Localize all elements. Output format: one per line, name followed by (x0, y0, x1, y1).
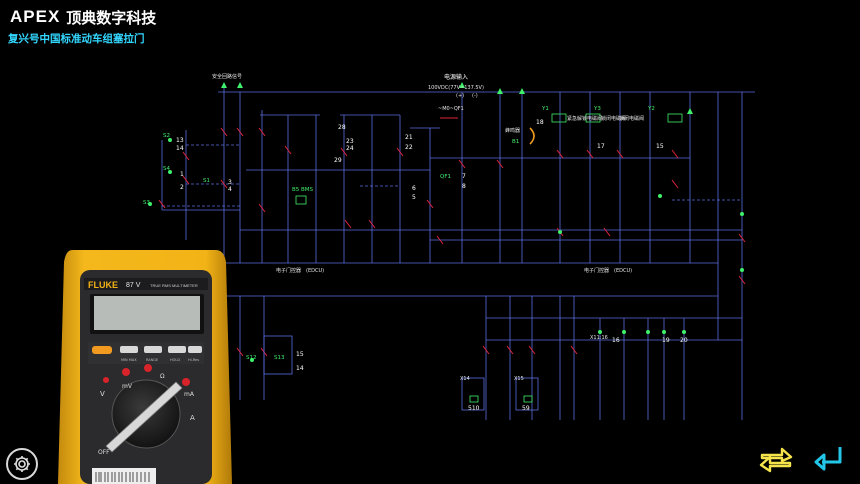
relay-label: B1 (512, 139, 519, 145)
device-label: 锁闭电磁阀 (619, 115, 644, 122)
swap-button[interactable] (758, 444, 794, 474)
terminal-number: 18 (536, 119, 544, 126)
terminal-number: 1 (180, 171, 184, 178)
terminal-number: 13 (176, 137, 184, 144)
terminal-number: 510 (468, 405, 480, 412)
terminal-number: 17 (597, 143, 605, 150)
label-power-input: 电源输入 (444, 73, 468, 81)
terminal-number: 2 (180, 184, 184, 191)
terminal-number: 21 (405, 134, 413, 141)
relay-label: X15 (514, 376, 524, 382)
relay-label: S13 (274, 355, 285, 361)
relay-label: S4 (163, 166, 170, 172)
terminal-number: 24 (346, 145, 354, 152)
terminal-number: 7 (462, 173, 466, 180)
terminal-number: 15 (656, 143, 664, 150)
terminal-number: 14 (296, 365, 304, 372)
terminal-number: 14 (176, 145, 184, 152)
device-label: 蜂鸣器 (505, 127, 520, 134)
label-plus: (+) (456, 93, 464, 99)
label-minus: (-) (472, 93, 478, 99)
relay-label: X11:16 (590, 335, 608, 341)
device-label: 锁闭电磁阀 (601, 115, 626, 122)
gear-icon (14, 456, 30, 472)
components (263, 113, 683, 411)
back-button[interactable] (812, 444, 846, 474)
relay-label: QF1 (440, 174, 451, 180)
terminal-number: 15 (296, 351, 304, 358)
terminal-number: 8 (462, 183, 466, 190)
brand-logo: APEX 顶典数字科技 (10, 6, 156, 28)
relay-label: S3 (143, 200, 150, 206)
brand-apex: APEX (10, 7, 61, 26)
signal-markers (148, 82, 744, 362)
label-safety-loop: 安全回路信号 (212, 73, 242, 80)
relay-label: Y3 (593, 106, 601, 112)
label-voltage: 100VDC(77V~137.5V) (428, 85, 484, 91)
swap-arrows-icon (759, 447, 793, 473)
relay-label: S2 (163, 133, 170, 139)
terminal-number: 4 (228, 186, 232, 193)
relay-label: B5 BMS (292, 187, 314, 193)
relay-label: S1 (203, 178, 210, 184)
relay-label: Y1 (541, 106, 549, 112)
dashed-wires (162, 144, 742, 207)
switch-contacts (158, 127, 746, 357)
terminal-number: 28 (338, 124, 346, 131)
relay-label: X14 (460, 376, 470, 382)
terminal-number: 5 (412, 194, 416, 201)
relay-label: S12 (246, 355, 257, 361)
terminal-number: 20 (680, 337, 688, 344)
back-arrow-icon (814, 447, 842, 471)
label-breaker: ~M0~QF1 (438, 106, 464, 112)
settings-button[interactable] (6, 448, 38, 480)
vertical-wires (161, 84, 743, 420)
bus-wires (162, 91, 755, 341)
terminal-number: 6 (412, 185, 416, 192)
device-label: 紧急解锁电磁阀 (567, 115, 602, 122)
terminal-number: 19 (662, 337, 670, 344)
terminal-number: 23 (346, 138, 354, 145)
label-edcu-left: 电子门控器 (EDCU) (276, 267, 324, 274)
brand-company: 顶典数字科技 (66, 8, 157, 27)
terminal-number: 22 (405, 144, 413, 151)
terminal-number: 3 (228, 179, 232, 186)
relay-label: Y2 (647, 106, 655, 112)
terminal-number: 16 (612, 337, 620, 344)
terminal-number: 29 (334, 157, 342, 164)
page-title: 复兴号中国标准动车组塞拉门 (8, 33, 145, 45)
label-edcu-right: 电子门控器 (EDCU) (584, 267, 632, 274)
diagram-labels: 安全回路信号 电源输入 100VDC(77V~137.5V) (+) (-) ~… (143, 73, 688, 412)
terminal-number: 59 (522, 405, 530, 412)
